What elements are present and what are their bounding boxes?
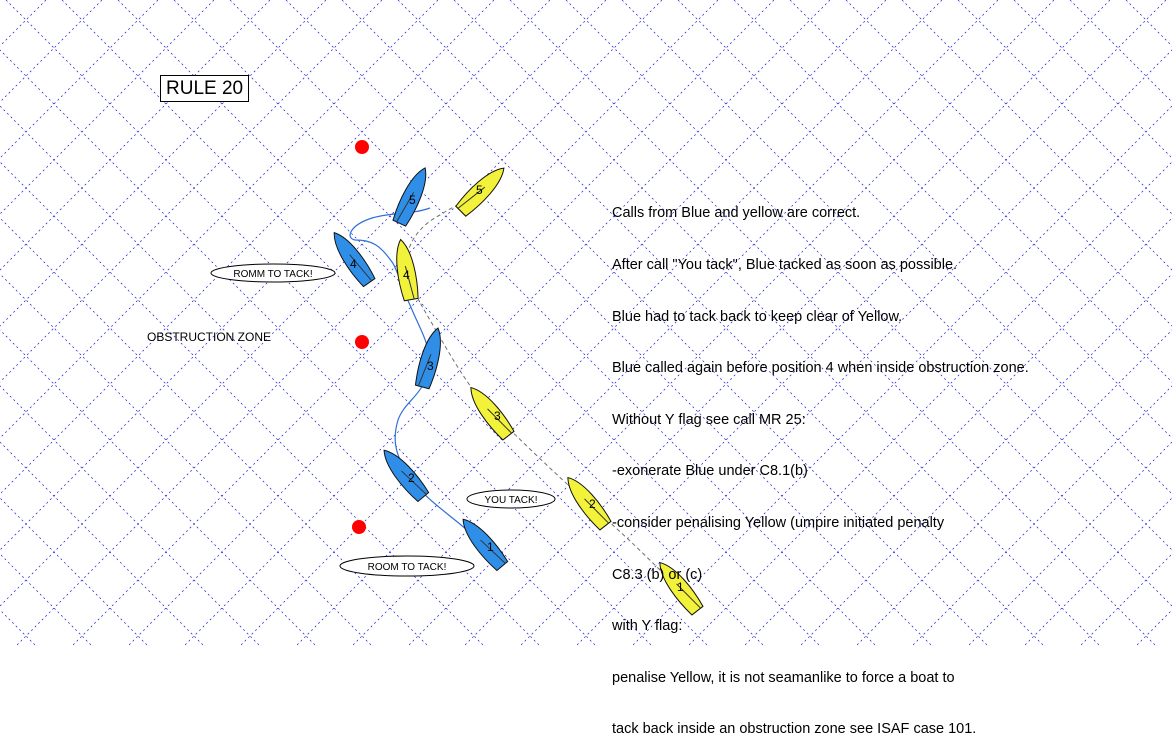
hail-bubble-bottom: ROOM TO TACK!	[340, 556, 474, 576]
grid-line	[6, 0, 652, 646]
grid-line	[0, 0, 148, 646]
grid-line	[0, 0, 606, 646]
yellow-boat-3-number: 3	[494, 409, 501, 423]
grid-line	[1126, 0, 1172, 646]
hail-bubble-middle: YOU TACK!	[467, 490, 555, 508]
yellow-boat-4-number: 4	[403, 268, 410, 282]
blue-boat-2: 2	[377, 444, 431, 503]
note-line: After call "You tack", Blue tacked as so…	[612, 257, 1029, 274]
yellow-boat-2: 2	[561, 471, 613, 531]
grid-line	[1080, 0, 1172, 646]
note-line: with Y flag:	[612, 618, 1029, 635]
blue-boat-3-number: 3	[427, 359, 434, 373]
blue-boat-2-number: 2	[408, 471, 415, 485]
grid-line	[0, 0, 92, 646]
hail-top-text: ROMM TO TACK!	[233, 269, 312, 280]
yellow-boat-2-number: 2	[589, 497, 596, 511]
note-line: Blue had to tack back to keep clear of Y…	[612, 309, 1029, 326]
blue-boat-4: 4	[327, 228, 377, 288]
yellow-boat-3: 3	[464, 381, 517, 441]
note-line: tack back inside an obstruction zone see…	[612, 721, 1029, 738]
grid-line	[1014, 0, 1172, 646]
explanation-notes: Calls from Blue and yellow are correct. …	[612, 171, 1029, 756]
hail-middle-text: YOU TACK!	[485, 495, 538, 506]
grid-line	[0, 0, 596, 646]
note-line: C8.3 (b) or (c)	[612, 567, 1029, 584]
yellow-boat-5: 5	[454, 162, 510, 218]
note-line: -exonerate Blue under C8.1(b)	[612, 463, 1029, 480]
rule-title: RULE 20	[160, 75, 249, 102]
obstruction-zone-label: OBSTRUCTION ZONE	[147, 330, 271, 344]
note-line: -consider penalising Yellow (umpire init…	[612, 515, 1029, 532]
blue-boat-5-number: 5	[409, 193, 416, 207]
red-mark-middle	[355, 335, 369, 349]
grid-line	[0, 0, 46, 646]
grid-line	[1024, 0, 1172, 646]
hail-bottom-text: ROOM TO TACK!	[368, 562, 447, 573]
blue-boat-1-number: 1	[487, 540, 494, 554]
grid-line	[0, 0, 316, 646]
red-mark-top	[355, 140, 369, 154]
blue-boat-4-number: 4	[350, 257, 357, 271]
note-line: Blue called again before position 4 when…	[612, 360, 1029, 377]
yellow-boat-5-number: 5	[476, 183, 483, 197]
grid-line	[0, 0, 540, 646]
blue-boat-5: 5	[391, 164, 433, 227]
note-line: Calls from Blue and yellow are correct.	[612, 205, 1029, 222]
hail-bubble-top: ROMM TO TACK!	[211, 264, 335, 282]
grid-line	[0, 0, 158, 646]
grid-line	[16, 0, 662, 646]
note-line: penalise Yellow, it is not seamanlike to…	[612, 670, 1029, 687]
red-mark-bottom	[352, 520, 366, 534]
note-line: Without Y flag see call MR 25:	[612, 412, 1029, 429]
